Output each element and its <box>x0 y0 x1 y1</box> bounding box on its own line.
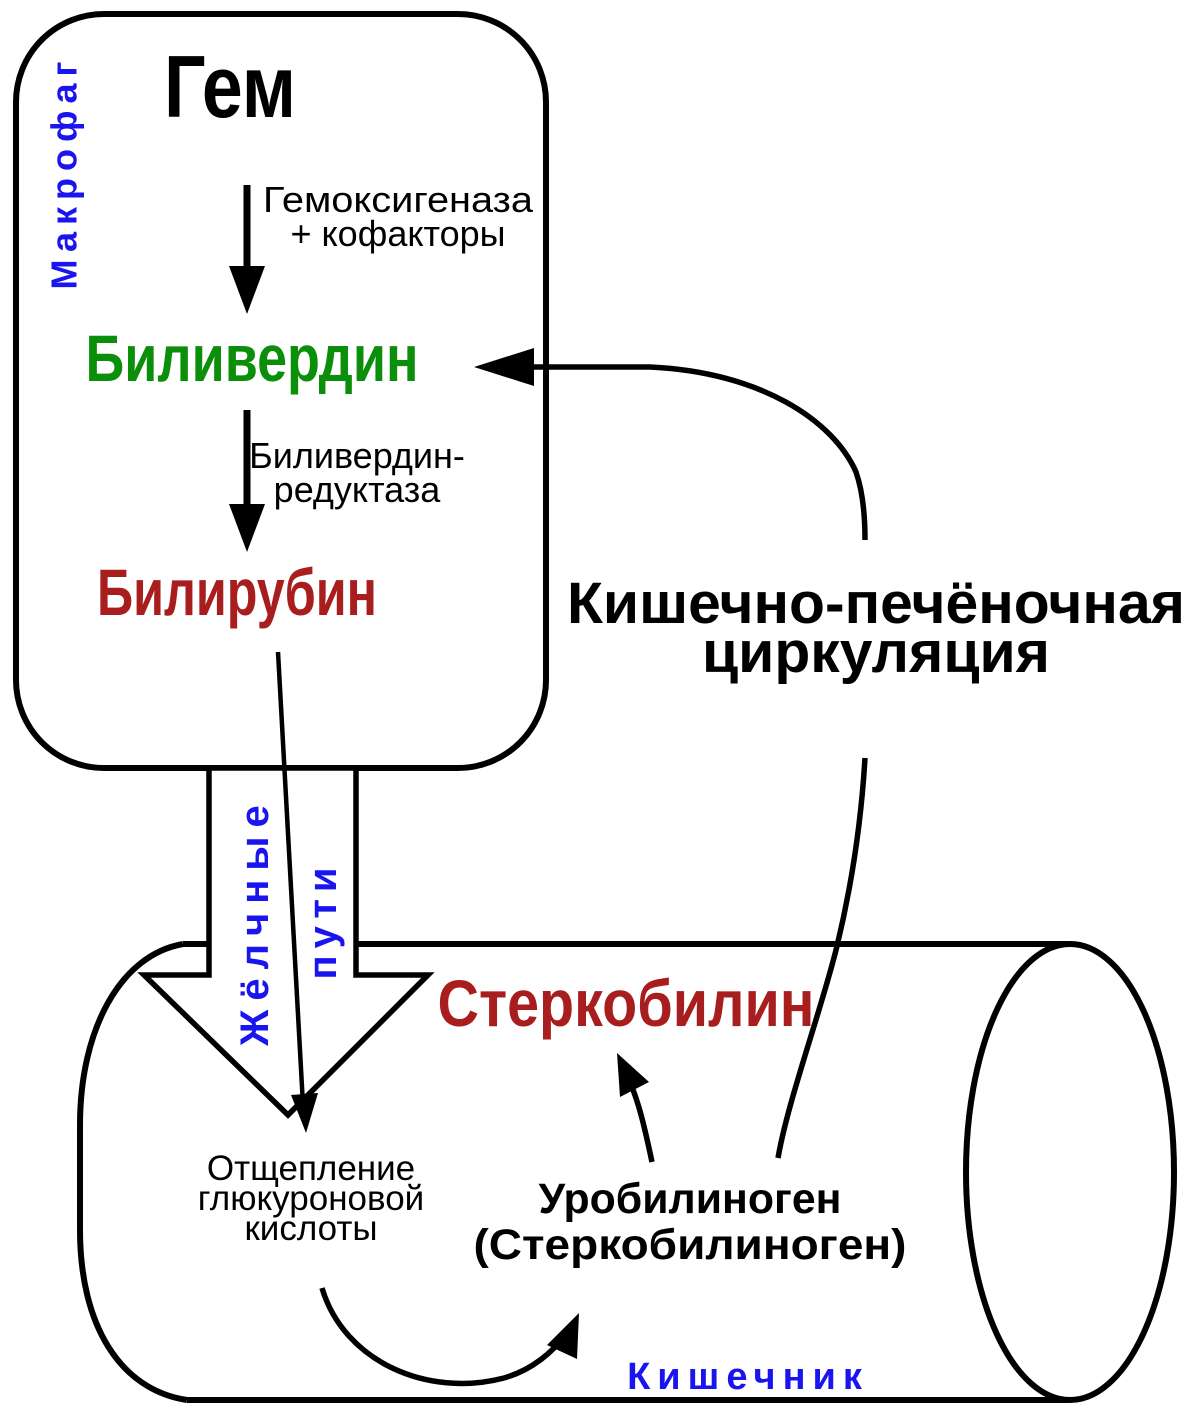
macrophage-label: Макрофаг <box>44 55 85 290</box>
urobilinogen-to-stercobilin-arrow <box>617 1053 655 1163</box>
deconjugation-line2: глюкуроновой <box>198 1179 424 1218</box>
bile-ducts-label: Жёлчные пути <box>233 796 345 1047</box>
heme-label: Гем <box>164 37 296 136</box>
biliverdin-reductase-line2: редуктаза <box>274 469 442 510</box>
arrowhead-down-icon <box>291 1093 318 1133</box>
deconjugation-line3: кислоты <box>244 1209 377 1248</box>
enterohepatic-title: Кишечно-печёночная циркуляция <box>567 571 1185 685</box>
biliverdin-reductase-line1: Биливердин- <box>249 435 465 476</box>
deconjugation-line1: Отщепление <box>207 1149 415 1188</box>
arrow-heme-to-biliverdin <box>229 185 265 314</box>
intestine-left-end <box>77 941 188 1403</box>
intestine-label: Кишечник <box>627 1356 869 1398</box>
bilirubin-label: Билирубин <box>97 555 377 629</box>
arrowhead-up-right-icon <box>547 1313 579 1359</box>
urobilinogen-line1: Уробилиноген <box>539 1175 842 1223</box>
arrowhead-left-icon <box>474 348 534 386</box>
stercobilin-label: Стеркобилин <box>438 966 815 1040</box>
deconjugation-to-urobilinogen-arrow <box>319 1287 579 1387</box>
heme-oxygenase-label: Гемоксигеназа + кофакторы <box>263 179 534 254</box>
arrowhead-down-icon <box>229 504 265 552</box>
enterohepatic-curve-upper <box>474 348 868 541</box>
heme-oxygenase-line1: Гемоксигеназа <box>263 179 534 220</box>
bilirubin-to-intestine-arrow <box>275 651 318 1133</box>
urobilinogen-label: Уробилиноген (Стеркобилиноген) <box>474 1175 907 1269</box>
bile-ducts-line1: Жёлчные <box>233 796 277 1047</box>
biliverdin-reductase-label: Биливердин- редуктаза <box>249 435 465 510</box>
arrow-biliverdin-to-bilirubin <box>229 410 265 552</box>
intestine-right-ellipse <box>963 941 1177 1403</box>
bile-duct-arrow <box>137 765 435 1119</box>
urobilinogen-line2: (Стеркобилиноген) <box>474 1221 907 1269</box>
heme-oxygenase-line2: + кофакторы <box>291 213 506 254</box>
arrowhead-up-icon <box>617 1053 649 1097</box>
biliverdin-label: Биливердин <box>86 321 419 395</box>
arrowhead-down-icon <box>229 266 265 314</box>
bile-ducts-line2: пути <box>301 860 345 979</box>
enterohepatic-title-line2: циркуляция <box>702 620 1050 685</box>
enterohepatic-curve-lower <box>775 757 868 1159</box>
enterohepatic-title-line1: Кишечно-печёночная <box>567 571 1185 636</box>
deconjugation-label: Отщепление глюкуроновой кислоты <box>198 1149 424 1248</box>
